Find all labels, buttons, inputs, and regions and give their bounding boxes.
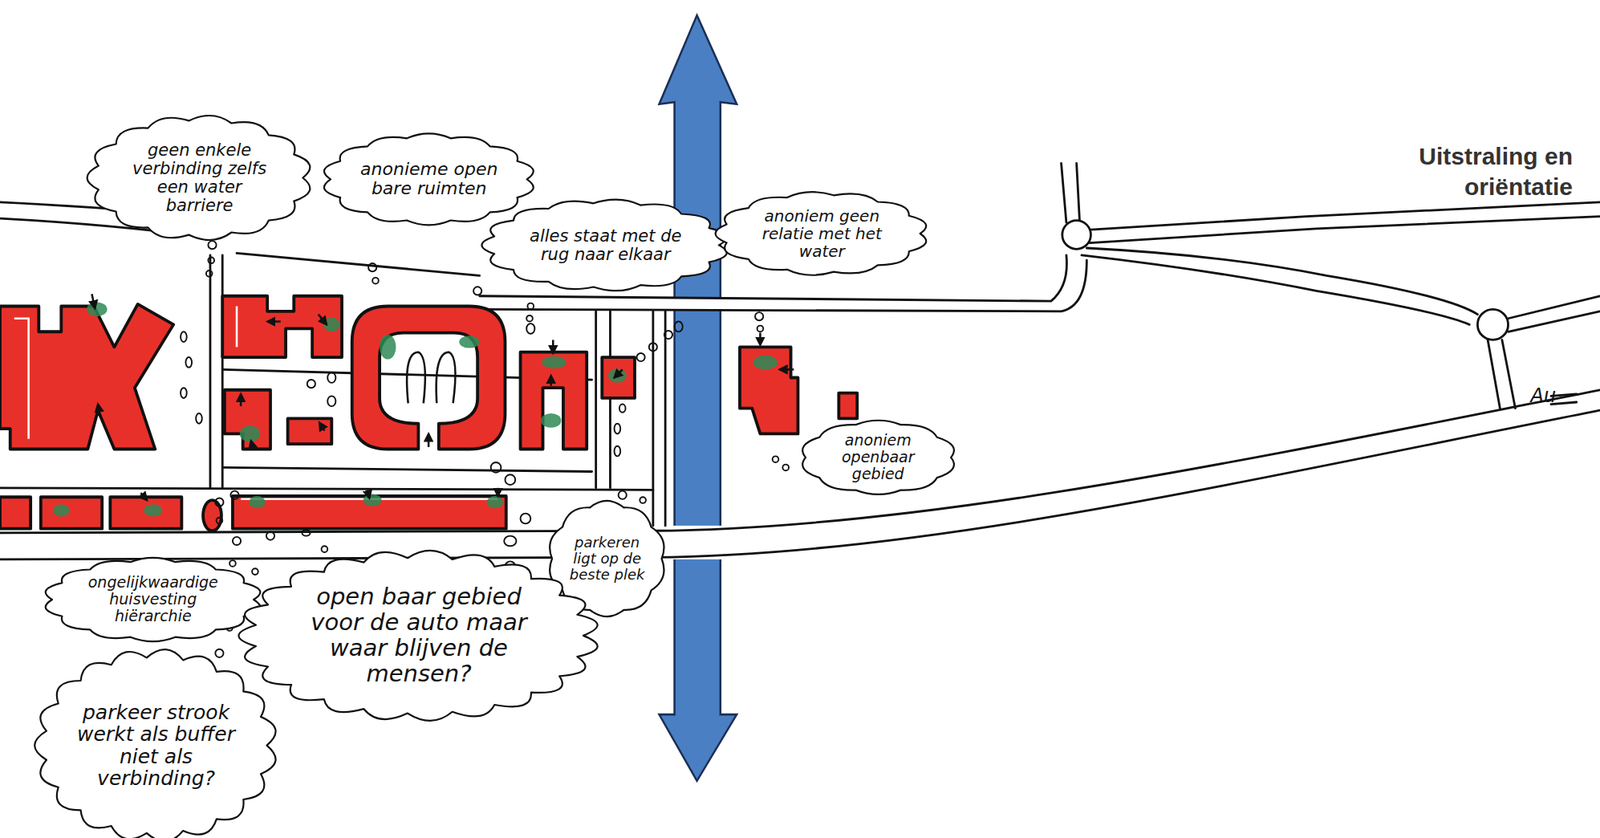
cloud-note: geen enkele verbinding zelfs een water b…	[122, 141, 277, 216]
water-arrow	[659, 15, 738, 781]
green-spots	[52, 301, 778, 516]
cloud-body: parkeren ligt op de beste plek	[564, 534, 650, 582]
cloud-body: anonieme open bare ruimten	[355, 159, 503, 199]
entrance-arrows	[91, 293, 794, 500]
cloud-note: parkeren ligt op de beste plek	[564, 534, 650, 582]
note-cloud: geen enkele verbinding zelfs een water b…	[89, 113, 309, 242]
courtyard	[406, 352, 455, 404]
cloud-note: open baar gebied voor de auto maar waar …	[299, 584, 539, 687]
note-cloud: ongelijkwaardige huisvesting hiërarchie	[45, 554, 260, 645]
cloud-body: open baar gebied voor de auto maar waar …	[299, 584, 539, 687]
cloud-note: parkeer strook werkt als buffer niet als…	[73, 701, 239, 790]
road-label: Au	[1530, 384, 1557, 407]
note-cloud: anoniem geen relatie met het water	[717, 188, 927, 279]
note-cloud: parkeer strook werkt als buffer niet als…	[38, 650, 273, 838]
note-cloud: anoniem openbaar gebied	[799, 416, 958, 499]
cloud-body: anoniem openbaar gebied	[822, 431, 934, 483]
cloud-body: alles staat met de rug naar elkaar	[521, 227, 690, 264]
buildings	[0, 296, 857, 531]
cloud-note: anoniem openbaar gebied	[822, 431, 934, 483]
cloud-body: anoniem geen relatie met het water	[748, 207, 896, 260]
cloud-note: ongelijkwaardige huisvesting hiërarchie	[77, 573, 228, 625]
note-cloud: open baar gebied voor de auto maar waar …	[247, 551, 590, 720]
building-inner-lines	[14, 305, 499, 499]
cloud-note: anoniem geen relatie met het water	[748, 207, 896, 260]
cloud-body: ongelijkwaardige huisvesting hiërarchie	[77, 573, 228, 625]
cloud-note: anonieme open bare ruimten	[355, 159, 503, 199]
cloud-note: alles staat met de rug naar elkaar	[521, 227, 690, 264]
note-cloud: anonieme open bare ruimten	[324, 130, 534, 228]
title: Uitstraling en oriëntatie	[1372, 141, 1573, 202]
cloud-body: geen enkele verbinding zelfs een water b…	[122, 141, 277, 216]
note-cloud: alles staat met de rug naar elkaar	[485, 196, 726, 294]
cloud-body: parkeer strook werkt als buffer niet als…	[73, 701, 239, 790]
